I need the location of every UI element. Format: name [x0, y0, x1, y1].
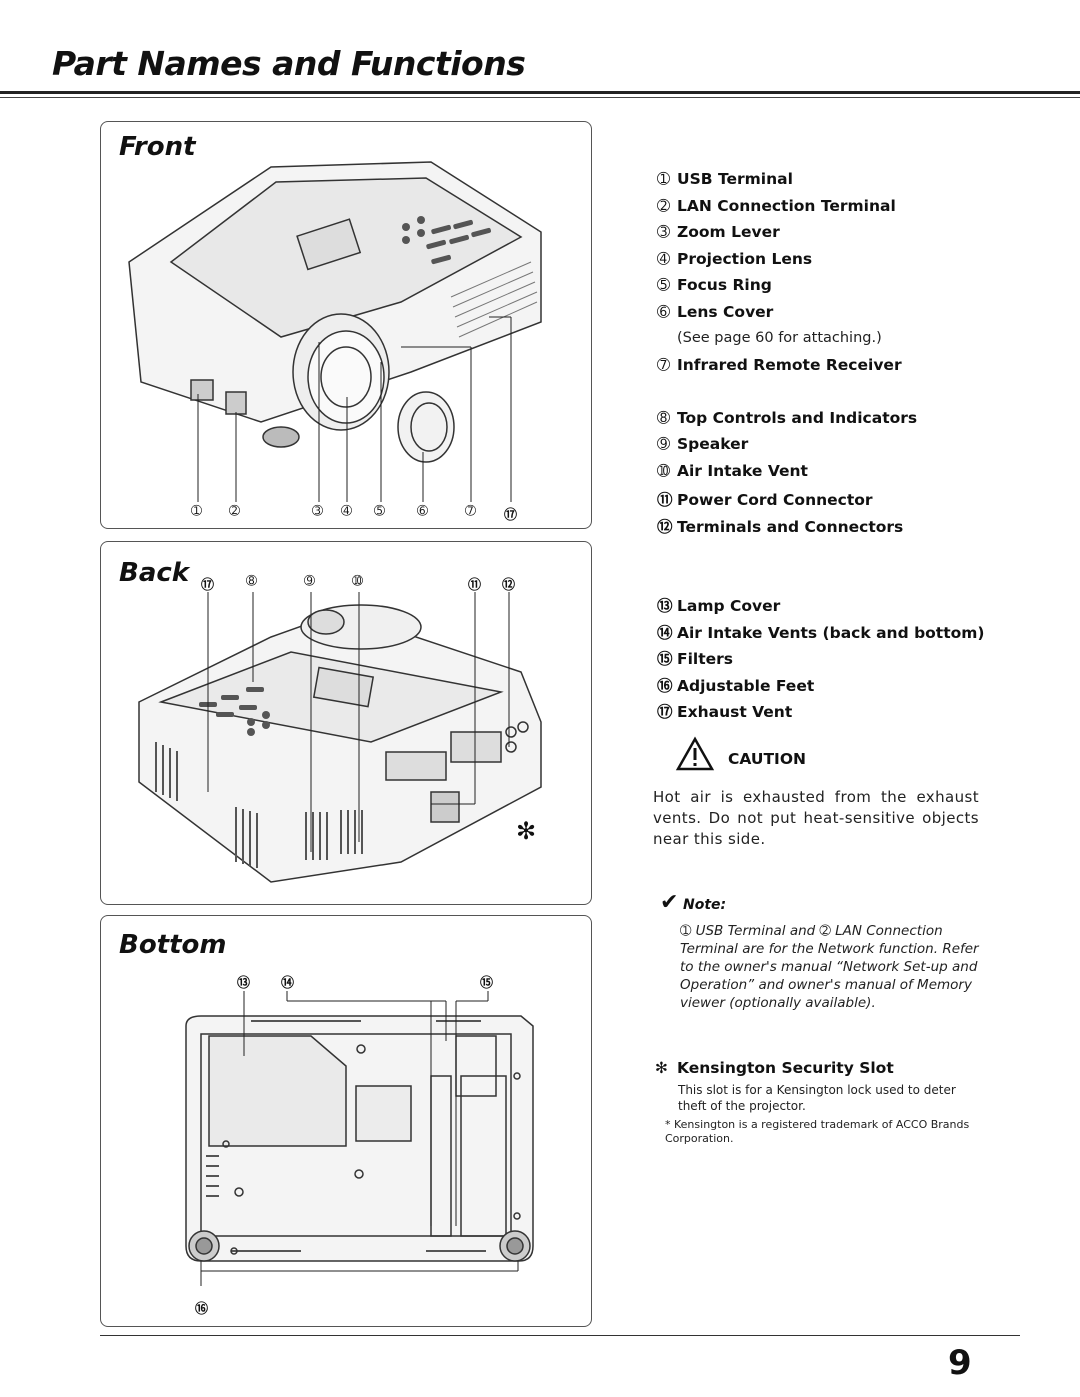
- bottom-callout: ⑬: [237, 976, 251, 991]
- part-label: Infrared Remote Receiver: [677, 356, 902, 374]
- caution-heading: CAUTION: [728, 750, 806, 768]
- part-number: ➉: [657, 462, 670, 480]
- front-panel-title: Front: [119, 132, 196, 162]
- part-label: Exhaust Vent: [677, 703, 793, 721]
- part-label: USB Terminal: [677, 170, 793, 188]
- part-label: Zoom Lever: [677, 223, 780, 241]
- back-callout: ➈: [304, 574, 315, 589]
- kensington-callout: ✻: [516, 817, 537, 845]
- list-item: ➆ Infrared Remote Receiver: [657, 356, 902, 374]
- part-label: Power Cord Connector: [677, 491, 873, 509]
- front-callout: ➄: [374, 504, 385, 519]
- checkmark-icon: ✔: [660, 890, 679, 915]
- part-label: Filters: [677, 650, 734, 668]
- footer-rule: [100, 1335, 1020, 1336]
- list-item: ➉ Air Intake Vent: [657, 462, 808, 480]
- list-item: ➀ USB Terminal: [657, 170, 793, 188]
- part-label: Air Intake Vent: [677, 462, 808, 480]
- front-callout: ➃: [341, 504, 352, 519]
- list-item: ➈ Speaker: [657, 435, 748, 453]
- part-number: ➄: [657, 276, 670, 294]
- back-callout: ⑰: [201, 578, 215, 593]
- caution-text: Hot air is exhausted from the exhaust ve…: [653, 788, 979, 848]
- back-callout: ➇: [246, 574, 257, 589]
- part-number: ⑮: [657, 650, 673, 668]
- back-panel: Back ⑰ ➇ ➈ ➉ ⑪ ⑫: [100, 541, 592, 905]
- kensington-heading: ✻ Kensington Security Slot: [655, 1059, 894, 1077]
- back-panel-title: Back: [119, 558, 190, 588]
- part-label: Lens Cover: [677, 303, 774, 321]
- bottom-panel: Bottom ⑬ ⑭ ⑮ ⑯: [100, 915, 592, 1327]
- back-callout: ⑫: [502, 578, 516, 593]
- front-callout: ➅: [417, 504, 428, 519]
- part-number: ➅: [657, 303, 670, 321]
- list-item: ➅ Lens Cover: [657, 303, 773, 321]
- part-label: Speaker: [677, 435, 749, 453]
- bottom-projector-illustration: [185, 991, 534, 1286]
- list-item: ➄ Focus Ring: [657, 276, 772, 294]
- bottom-callout: ⑮: [480, 976, 494, 991]
- title-rule: [0, 91, 1080, 94]
- part-label: Focus Ring: [677, 276, 772, 294]
- bottom-callout: ⑯: [195, 1302, 209, 1317]
- list-item: ➃ Projection Lens: [657, 250, 812, 268]
- page-title: Part Names and Functions: [52, 44, 526, 83]
- front-panel: Front: [100, 121, 592, 529]
- part-label: Projection Lens: [677, 250, 813, 268]
- part-number: ➀: [657, 170, 670, 188]
- part-number: ⑯: [657, 677, 673, 695]
- kensington-title: Kensington Security Slot: [677, 1059, 894, 1077]
- page-number: 9: [948, 1343, 972, 1383]
- part-label: LAN Connection Terminal: [677, 197, 896, 215]
- part-number: ⑰: [657, 703, 673, 721]
- front-callout: ➂: [312, 504, 323, 519]
- list-item: ➂ Zoom Lever: [657, 223, 780, 241]
- part-number: ⑬: [657, 597, 673, 615]
- title-rule-thin: [0, 97, 1080, 98]
- part-number: ➃: [657, 250, 670, 268]
- front-callout: ➆: [465, 504, 476, 519]
- bottom-callout: ⑭: [281, 976, 295, 991]
- note-text: ➀ USB Terminal and ➁ LAN Connection Term…: [680, 923, 979, 1011]
- list-item: ➁ LAN Connection Terminal: [657, 197, 896, 215]
- warning-triangle-icon: [675, 736, 715, 771]
- part-number: ⑭: [657, 624, 673, 642]
- note-label: Note:: [683, 897, 727, 913]
- kensington-text: This slot is for a Kensington lock used …: [678, 1083, 956, 1113]
- kensington-footnote: * Kensington is a registered trademark o…: [665, 1118, 970, 1145]
- part-number: ➁: [657, 197, 670, 215]
- part-number: ➆: [657, 356, 670, 374]
- lens-cover-note: (See page 60 for attaching.): [677, 330, 882, 346]
- part-label: Air Intake Vents (back and bottom): [677, 624, 985, 642]
- part-label: Terminals and Connectors: [677, 518, 904, 536]
- part-number: ⑫: [657, 518, 673, 536]
- back-callout: ⑪: [468, 578, 482, 593]
- part-number: ➇: [657, 409, 670, 427]
- front-callout: ⑰: [504, 508, 518, 523]
- list-item: ➇ Top Controls and Indicators: [657, 409, 917, 427]
- part-label: Top Controls and Indicators: [677, 409, 918, 427]
- part-label: Adjustable Feet: [677, 677, 815, 695]
- bottom-panel-title: Bottom: [119, 930, 227, 960]
- back-projector-illustration: [138, 592, 542, 883]
- part-number: ⑪: [657, 491, 673, 509]
- part-label: Lamp Cover: [677, 597, 781, 615]
- part-number: ➈: [657, 435, 670, 453]
- front-callout: ➁: [229, 504, 240, 519]
- kensington-mark: ✻: [655, 1059, 668, 1077]
- back-callout: ➉: [352, 574, 363, 589]
- front-projector-illustration: [128, 161, 542, 502]
- part-number: ➂: [657, 223, 670, 241]
- front-callout: ➀: [191, 504, 202, 519]
